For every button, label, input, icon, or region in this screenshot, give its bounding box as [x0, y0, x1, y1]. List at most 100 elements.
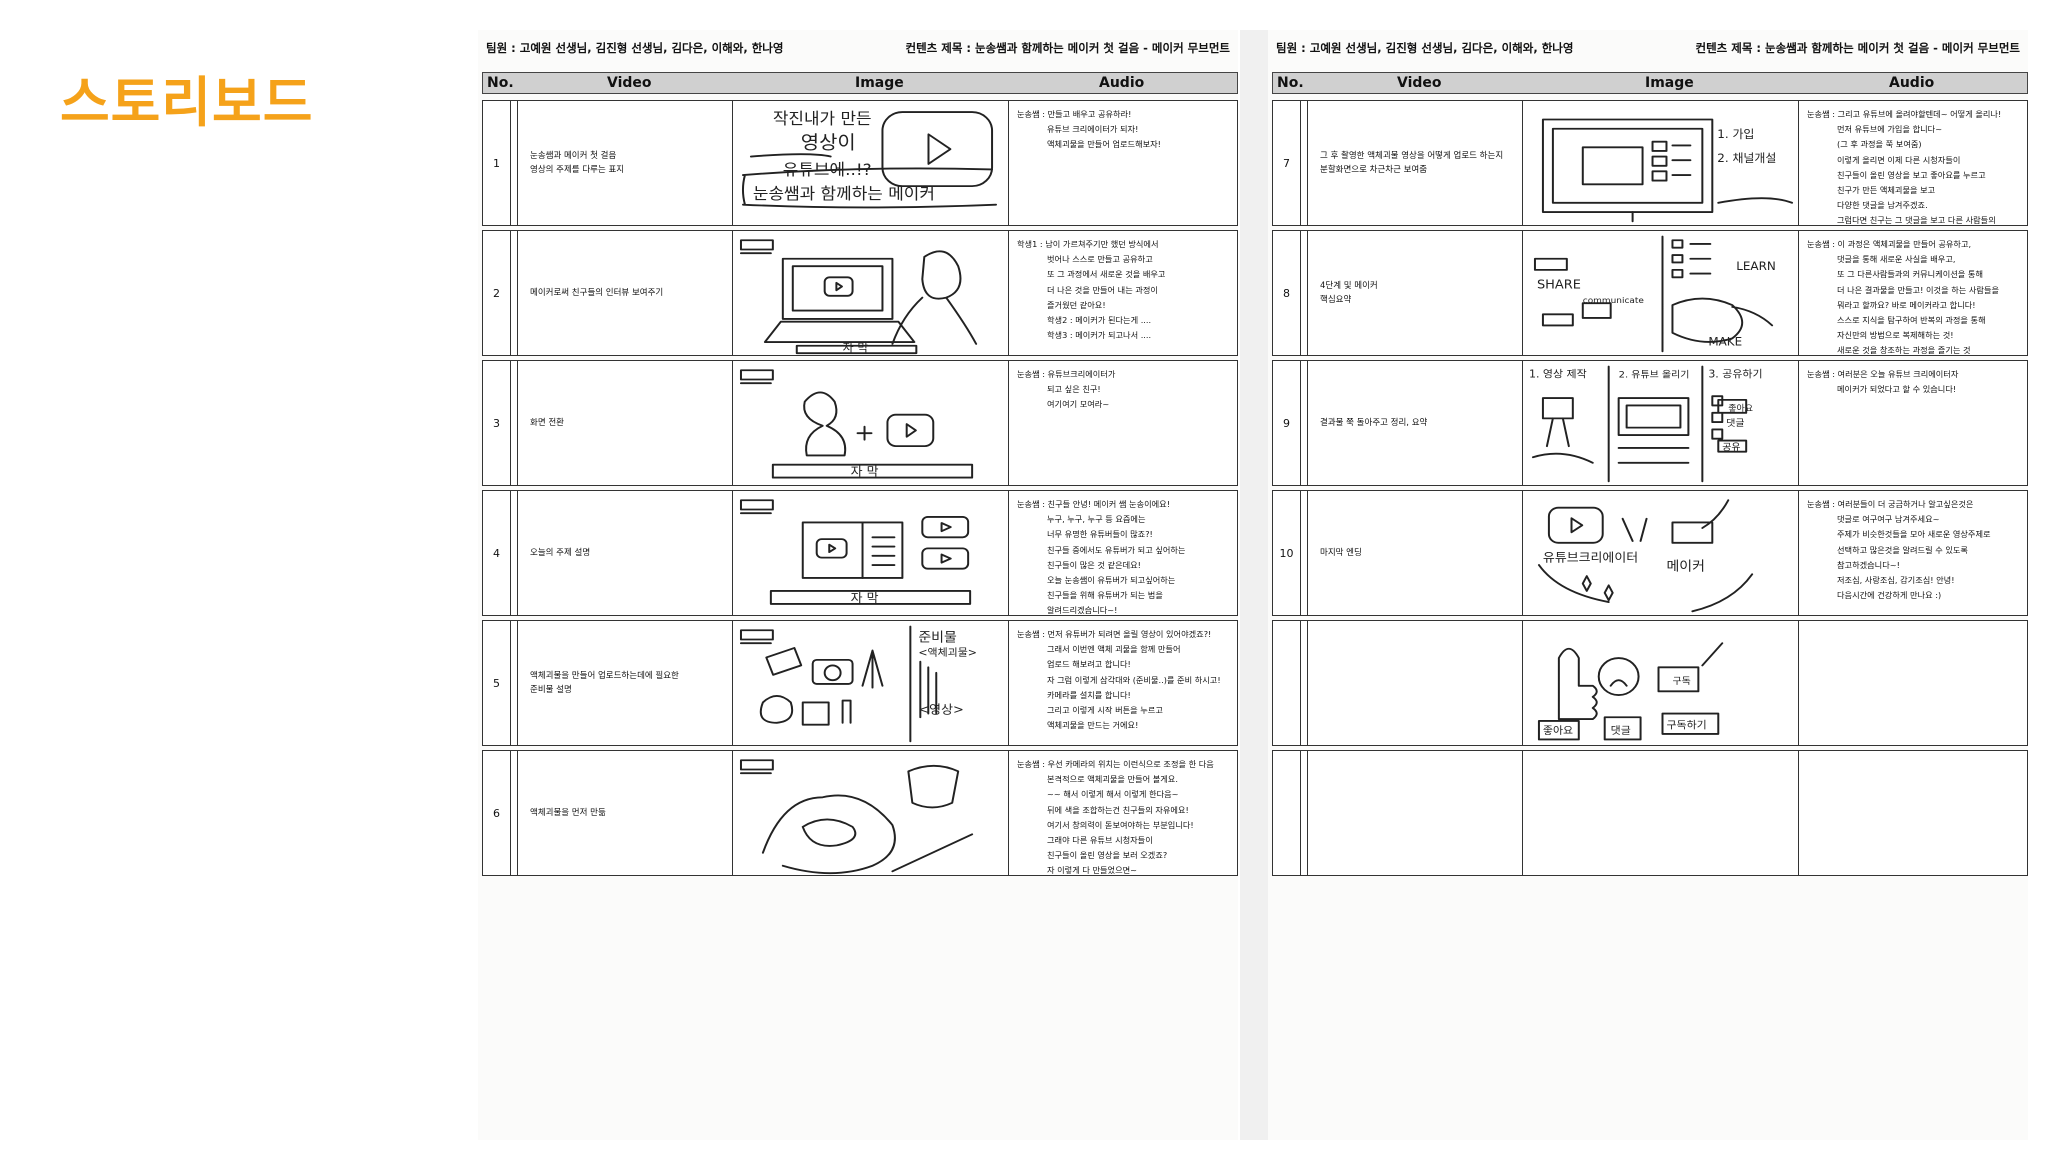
- audio-line: 친구들이 많은 것 같은데요!: [1047, 559, 1141, 570]
- content-title: 컨텐츠 제목 : 눈송쌤과 함께하는 메이커 첫 걸음 - 메이커 무브먼트: [1695, 41, 2021, 55]
- audio-script: [1799, 621, 2027, 745]
- row-number: [1273, 751, 1301, 875]
- video-line: 그 후 촬영한 액체괴물 영상을 어떻게 업로드 하는지: [1320, 150, 1504, 161]
- audio-line: 눈송쌤 : 만들고 배우고 공유하라!: [1017, 109, 1132, 119]
- image-sketch: 자 막: [733, 231, 1009, 355]
- sketch-caption: 좋아요: [1543, 725, 1574, 737]
- sketch-caption: 눈송쌤과 함께하는 메이커: [753, 185, 935, 203]
- audio-line: 댓글로 여구여구 남겨주세요~: [1837, 514, 1940, 525]
- col-audio: Audio: [1099, 75, 1145, 91]
- row-number: 3: [483, 361, 511, 485]
- sketch-caption: 1. 가입: [1717, 127, 1754, 140]
- image-sketch: [1523, 751, 1799, 875]
- sketch-caption: 작진내가 만든: [773, 110, 872, 128]
- audio-line: 친구들 중에서도 유튜버가 되고 싶어하는: [1047, 544, 1186, 555]
- sketch-caption: 유튜브크리에이터: [1543, 550, 1638, 564]
- sketch-caption: 메이커: [1666, 559, 1704, 574]
- sketch-caption: MAKE: [1708, 335, 1742, 348]
- video-line: 액체괴물을 만들어 업로드하는데에 필요한: [530, 670, 679, 681]
- audio-script: 눈송쌤 : 그리고 유튜브에 올려야할텐데~ 어떻게 올리나! 먼저 유튜브에 가…: [1799, 101, 2027, 225]
- sketch-drawing: 자 막: [739, 499, 972, 605]
- image-sketch: 준비물<액체괴물><영상>: [733, 621, 1009, 745]
- col-image: Image: [855, 75, 904, 91]
- audio-line: 눈송쌤 : 여러분은 오늘 유튜브 크리에이터자: [1807, 369, 1959, 379]
- audio-line: (그 후 과정을 쭉 보여줌): [1837, 139, 1922, 150]
- col-video: Video: [1397, 75, 1442, 91]
- video-description: 액체괴물을 먼저 만듦: [517, 751, 733, 875]
- audio-line: 되고 싶은 친구!: [1047, 384, 1101, 395]
- audio-line: 눈송쌤 : 친구들 안녕! 메이커 쌤 눈송이에요!: [1017, 499, 1170, 509]
- audio-line: 유튜브 크리에이터가 되자!: [1047, 124, 1139, 135]
- audio-line: ~~ 해서 이렇게 해서 이렇게 한다음~: [1047, 789, 1179, 800]
- audio-line: 이렇게 올리면 이제 다른 시청자들이: [1837, 154, 1961, 165]
- sketch-caption: 준비물: [918, 630, 956, 645]
- audio-line: 댓글을 통해 새로운 사실을 배우고,: [1837, 254, 1956, 265]
- video-line: 눈송쌤과 메이커 첫 걸음: [530, 150, 617, 161]
- sketch-drawing: 1. 가입 2. 채널개설: [1541, 118, 1794, 223]
- row-number: 4: [483, 491, 511, 615]
- audio-line: 주제가 비슷한것들을 모아 새로운 영상주제로: [1837, 529, 1991, 540]
- audio-script: 눈송쌤 : 친구들 안녕! 메이커 쌤 눈송이에요! 누구, 누구, 누구 등 요…: [1009, 491, 1237, 615]
- sheet-header: 팀원 : 고예원 선생님, 김진형 선생님, 김다은, 이해와, 한나영 컨텐츠…: [1276, 40, 2020, 60]
- column-headers: No. Video Image Audio: [482, 72, 1238, 94]
- audio-line: 친구들이 올린 영상을 보러 오겠죠?: [1047, 850, 1168, 861]
- sketch-caption: 영상이: [801, 132, 856, 154]
- sketch-caption: 유튜브에..!?: [783, 161, 872, 179]
- audio-line: 눈송쌤 : 그리고 유튜브에 올려야할텐데~ 어떻게 올리나!: [1807, 109, 2002, 119]
- sheet-gap: [1240, 30, 1268, 1140]
- audio-line: 다음시간에 건강하게 만나요 :): [1837, 590, 1942, 601]
- audio-line: 그리고 이렇게 시작 버튼을 누르고: [1047, 704, 1163, 715]
- audio-line: 먼저 유튜브에 가입을 합니다~: [1837, 124, 1943, 135]
- audio-line: 업로드 해보려고 합니다!: [1047, 659, 1131, 670]
- video-line: 메이커로써 친구들의 인터뷰 보여주기: [530, 287, 664, 298]
- audio-line: 학생2 : 메이커가 된다는게 ....: [1047, 314, 1152, 325]
- audio-line: 누구, 누구, 누구 등 요즘에는: [1047, 514, 1146, 525]
- sketch-caption: 공유: [1722, 442, 1740, 453]
- sketch-caption: 자 막: [851, 590, 879, 604]
- sketch-caption: communicate: [1583, 296, 1644, 306]
- audio-line: 오늘 눈송쌤이 유튜버가 되고싶어하는: [1047, 574, 1176, 585]
- audio-line: 그래서 이번엔 액체 괴물을 함께 만들어: [1047, 644, 1181, 655]
- sketch-caption: 자 막: [851, 464, 879, 478]
- row-number: 5: [483, 621, 511, 745]
- video-line: 액체괴물을 먼저 만듦: [530, 807, 606, 818]
- row-number: 8: [1273, 231, 1301, 355]
- audio-line: 저조심, 사랑조심, 감기조심! 안녕!: [1837, 574, 1955, 585]
- sketch-caption: 2. 채널개설: [1717, 151, 1776, 164]
- image-sketch: 자 막: [733, 361, 1009, 485]
- audio-line: 눈송쌤 : 우선 카메라의 위치는 이런식으로 조정을 한 다음: [1017, 759, 1214, 769]
- row-number: [1273, 621, 1301, 745]
- audio-script: 눈송쌤 : 이 과정은 액체괴물을 만들어 공유하고,댓글을 통해 새로운 사실…: [1799, 231, 2027, 355]
- audio-line: 뭐라고 할까요? 바로 메이커라고 합니다!: [1837, 299, 1976, 310]
- row-number: 7: [1273, 101, 1301, 225]
- video-description: [1307, 621, 1523, 745]
- audio-line: 뒤에 색을 조합하는건 친구들의 자유에요!: [1047, 804, 1189, 815]
- audio-line: 본격적으로 액체괴물을 만들어 볼게요.: [1047, 774, 1178, 785]
- sketch-caption: 구독: [1672, 676, 1690, 687]
- audio-line: 선택하고 많은것을 알려드릴 수 있도록: [1837, 544, 1968, 555]
- audio-line: 여기서 창의력이 돋보여야하는 부분입니다!: [1047, 819, 1194, 830]
- sketch-drawing: 준비물<액체괴물><영상>: [739, 625, 977, 743]
- sketch-caption: <액체괴물>: [918, 648, 977, 660]
- audio-line: 친구들이 올린 영상을 보고 좋아요를 누르고: [1837, 169, 1986, 180]
- audio-script: [1799, 751, 2027, 875]
- video-line: 핵심요약: [1320, 295, 1352, 305]
- sketch-caption: 1. 영상 제작: [1529, 369, 1587, 381]
- sketch-caption: LEARN: [1736, 259, 1776, 272]
- sketch-caption: 댓글: [1611, 725, 1631, 737]
